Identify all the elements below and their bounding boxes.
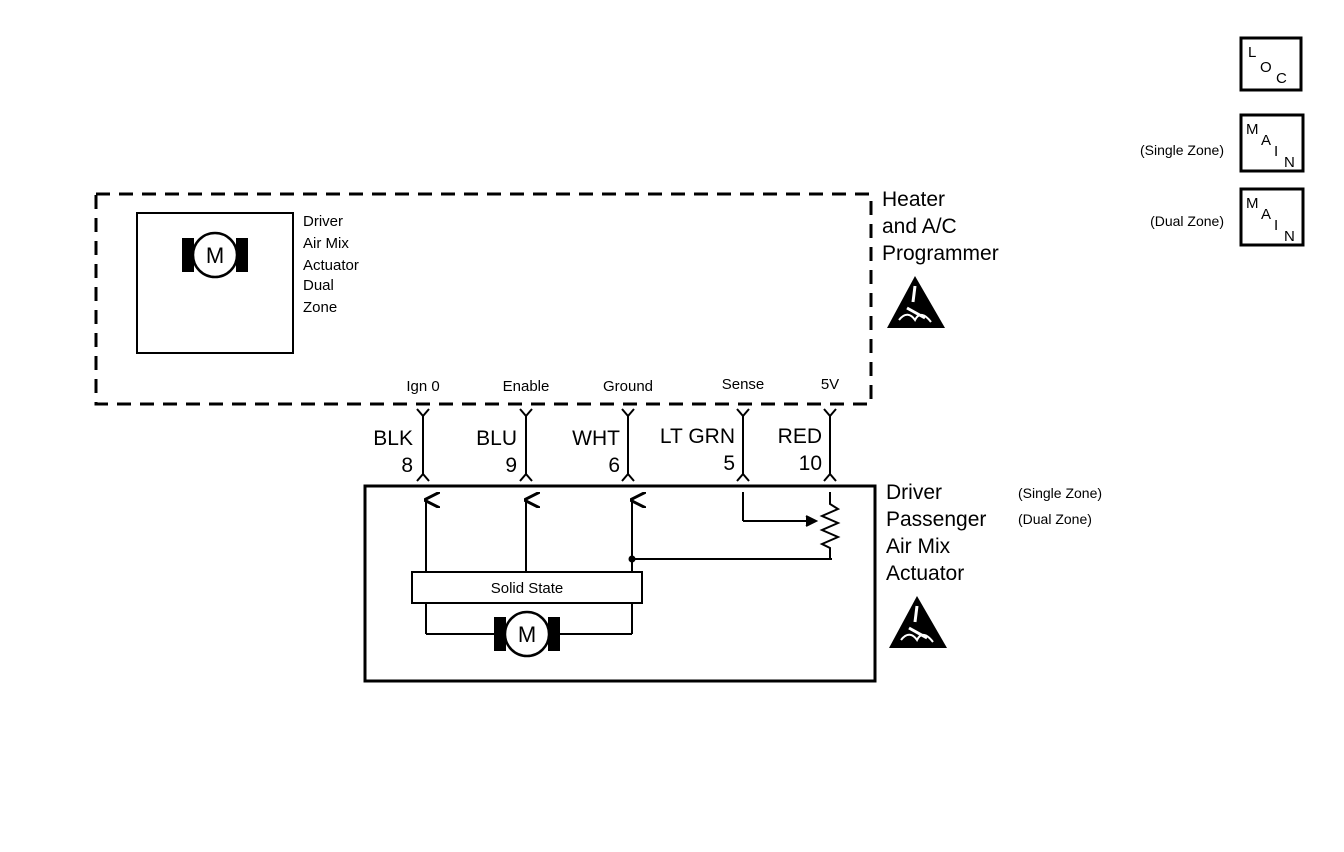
wire-color-blk: BLK [373, 427, 413, 450]
main-dual-char-m: M [1246, 195, 1259, 212]
programmer-inner-label-2: Air Mix [303, 235, 349, 252]
pin-signal-sense: Sense [722, 376, 765, 393]
main-single-char-m: M [1246, 121, 1259, 138]
programmer-inner-label-3: Actuator [303, 257, 359, 274]
actuator-motor-letter: M [518, 622, 536, 647]
esd-warning-icon [887, 276, 945, 328]
motor-icon: M [182, 231, 248, 279]
programmer-title-1: Heater [882, 188, 945, 211]
main-single-char-i: I [1274, 143, 1278, 160]
actuator-internal-wiring [426, 492, 832, 635]
main-single-char-n: N [1284, 154, 1295, 171]
main-dual-note: (Dual Zone) [1150, 213, 1224, 229]
programmer-boundary [94, 192, 873, 406]
wire-harness [416, 408, 837, 482]
main-dual-badge: M A I N [1239, 187, 1305, 247]
main-single-char-a: A [1261, 132, 1271, 149]
loc-char-c: C [1276, 70, 1287, 87]
wire-color-wht: WHT [572, 427, 620, 450]
actuator-title-4: Actuator [886, 562, 964, 585]
programmer-inner-label-4: Dual [303, 277, 334, 294]
junction-dot [628, 555, 636, 563]
loc-char-l: L [1248, 44, 1256, 61]
programmer-title-2: and A/C [882, 215, 957, 238]
main-single-note: (Single Zone) [1140, 142, 1224, 158]
main-single-badge: M A I N [1239, 113, 1305, 173]
pin-signal-5v: 5V [821, 376, 839, 393]
pin-number-8: 8 [401, 454, 413, 477]
main-dual-char-i: I [1274, 217, 1278, 234]
solid-state-label: Solid State [491, 580, 564, 597]
wire-color-red: RED [778, 425, 822, 448]
loc-char-o: O [1260, 59, 1272, 76]
esd-warning-icon [889, 596, 947, 648]
actuator-zone-note-single: (Single Zone) [1018, 485, 1102, 501]
actuator-title-3: Air Mix [886, 535, 951, 558]
pin-number-5: 5 [723, 452, 735, 475]
main-dual-char-n: N [1284, 228, 1295, 245]
potentiometer-symbol [819, 500, 841, 559]
motor-letter: M [206, 243, 224, 268]
actuator-motor-icon: M [494, 610, 560, 658]
actuator-boundary [363, 484, 877, 683]
driver-air-mix-actuator-box [136, 212, 294, 354]
programmer-inner-label-1: Driver [303, 213, 343, 230]
programmer-title-3: Programmer [882, 242, 999, 265]
programmer-inner-label-5: Zone [303, 299, 337, 316]
main-dual-char-a: A [1261, 206, 1271, 223]
pin-number-10: 10 [799, 452, 822, 475]
wire-color-ltgrn: LT GRN [660, 425, 735, 448]
wire-color-blu: BLU [476, 427, 517, 450]
pin-number-9: 9 [505, 454, 517, 477]
loc-badge: L O C [1239, 36, 1303, 92]
actuator-title-2: Passenger [886, 508, 986, 531]
pin-signal-ground: Ground [603, 378, 653, 395]
pin-signal-ign: Ign 0 [406, 378, 439, 395]
solid-state-module [411, 571, 643, 604]
actuator-title-1: Driver [886, 481, 942, 504]
pin-signal-enable: Enable [503, 378, 550, 395]
actuator-zone-note-dual: (Dual Zone) [1018, 511, 1092, 527]
pin-number-6: 6 [608, 454, 620, 477]
